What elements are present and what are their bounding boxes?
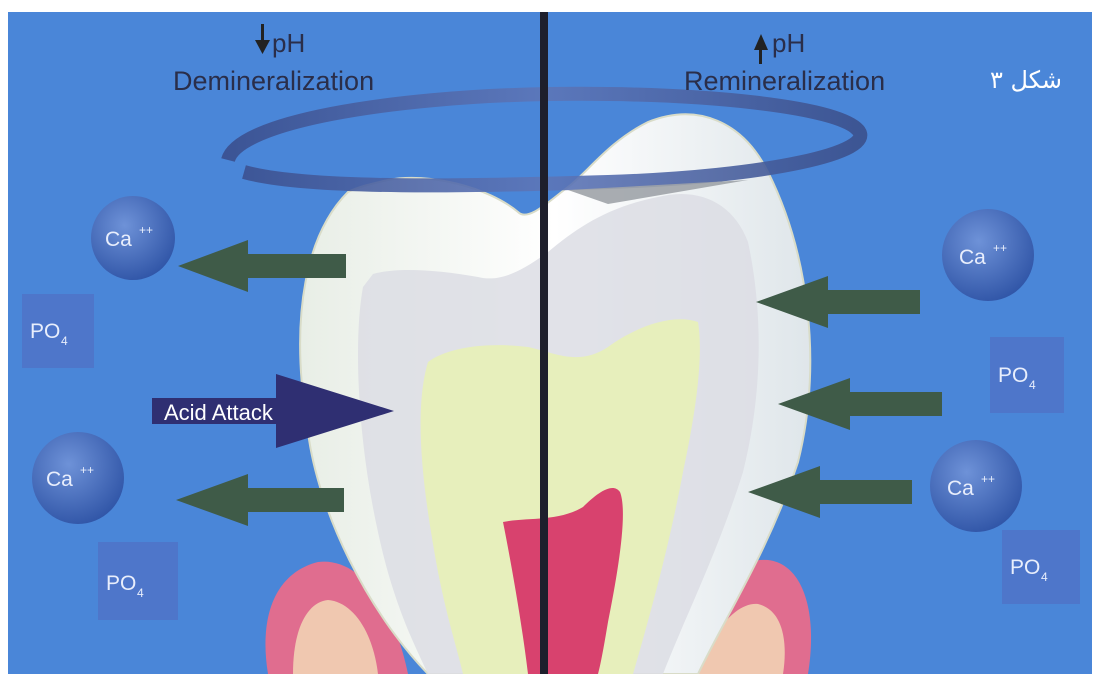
phosphate-label: PO [106, 572, 136, 595]
phosphate-label: PO [30, 320, 60, 343]
acid-attack-label: Acid Attack [164, 400, 274, 425]
phosphate-label: PO [998, 364, 1028, 387]
calcium-ion-right-top: Ca ++ [942, 209, 1034, 301]
right-process-label: Remineralization [684, 66, 885, 96]
calcium-charge: ++ [80, 463, 94, 477]
calcium-label: Ca [46, 468, 73, 491]
arrow-down-icon [255, 24, 270, 54]
right-ph-label: pH [772, 28, 805, 58]
diagram-canvas: pH Demineralization pH Remineralization … [8, 12, 1092, 674]
phosphate-label: PO [1010, 556, 1040, 579]
calcium-label: Ca [959, 246, 986, 269]
phosphate-sub: 4 [1029, 378, 1036, 392]
phosphate-ion-right-bottom: PO 4 [1002, 530, 1080, 604]
calcium-label: Ca [947, 477, 974, 500]
left-ph-label: pH [272, 28, 305, 58]
calcium-ion-right-bottom: Ca ++ [930, 440, 1022, 532]
tooth-diagram: pH Demineralization pH Remineralization … [8, 12, 1092, 674]
arrow-up-icon [754, 34, 768, 64]
calcium-ion-left-top: Ca ++ [91, 196, 175, 280]
phosphate-ion-left-top: PO 4 [22, 294, 94, 368]
phosphate-ion-left-bottom: PO 4 [98, 542, 178, 620]
figure-caption: شکل ۳ [990, 66, 1062, 94]
calcium-charge: ++ [993, 241, 1007, 255]
calcium-ion-left-bottom: Ca ++ [32, 432, 124, 524]
phosphate-sub: 4 [137, 586, 144, 600]
phosphate-sub: 4 [1041, 570, 1048, 584]
phosphate-ion-right-top: PO 4 [990, 337, 1064, 413]
left-process-label: Demineralization [173, 66, 374, 96]
calcium-label: Ca [105, 228, 132, 251]
phosphate-sub: 4 [61, 334, 68, 348]
calcium-charge: ++ [981, 472, 995, 486]
calcium-charge: ++ [139, 223, 153, 237]
center-divider [540, 12, 548, 674]
